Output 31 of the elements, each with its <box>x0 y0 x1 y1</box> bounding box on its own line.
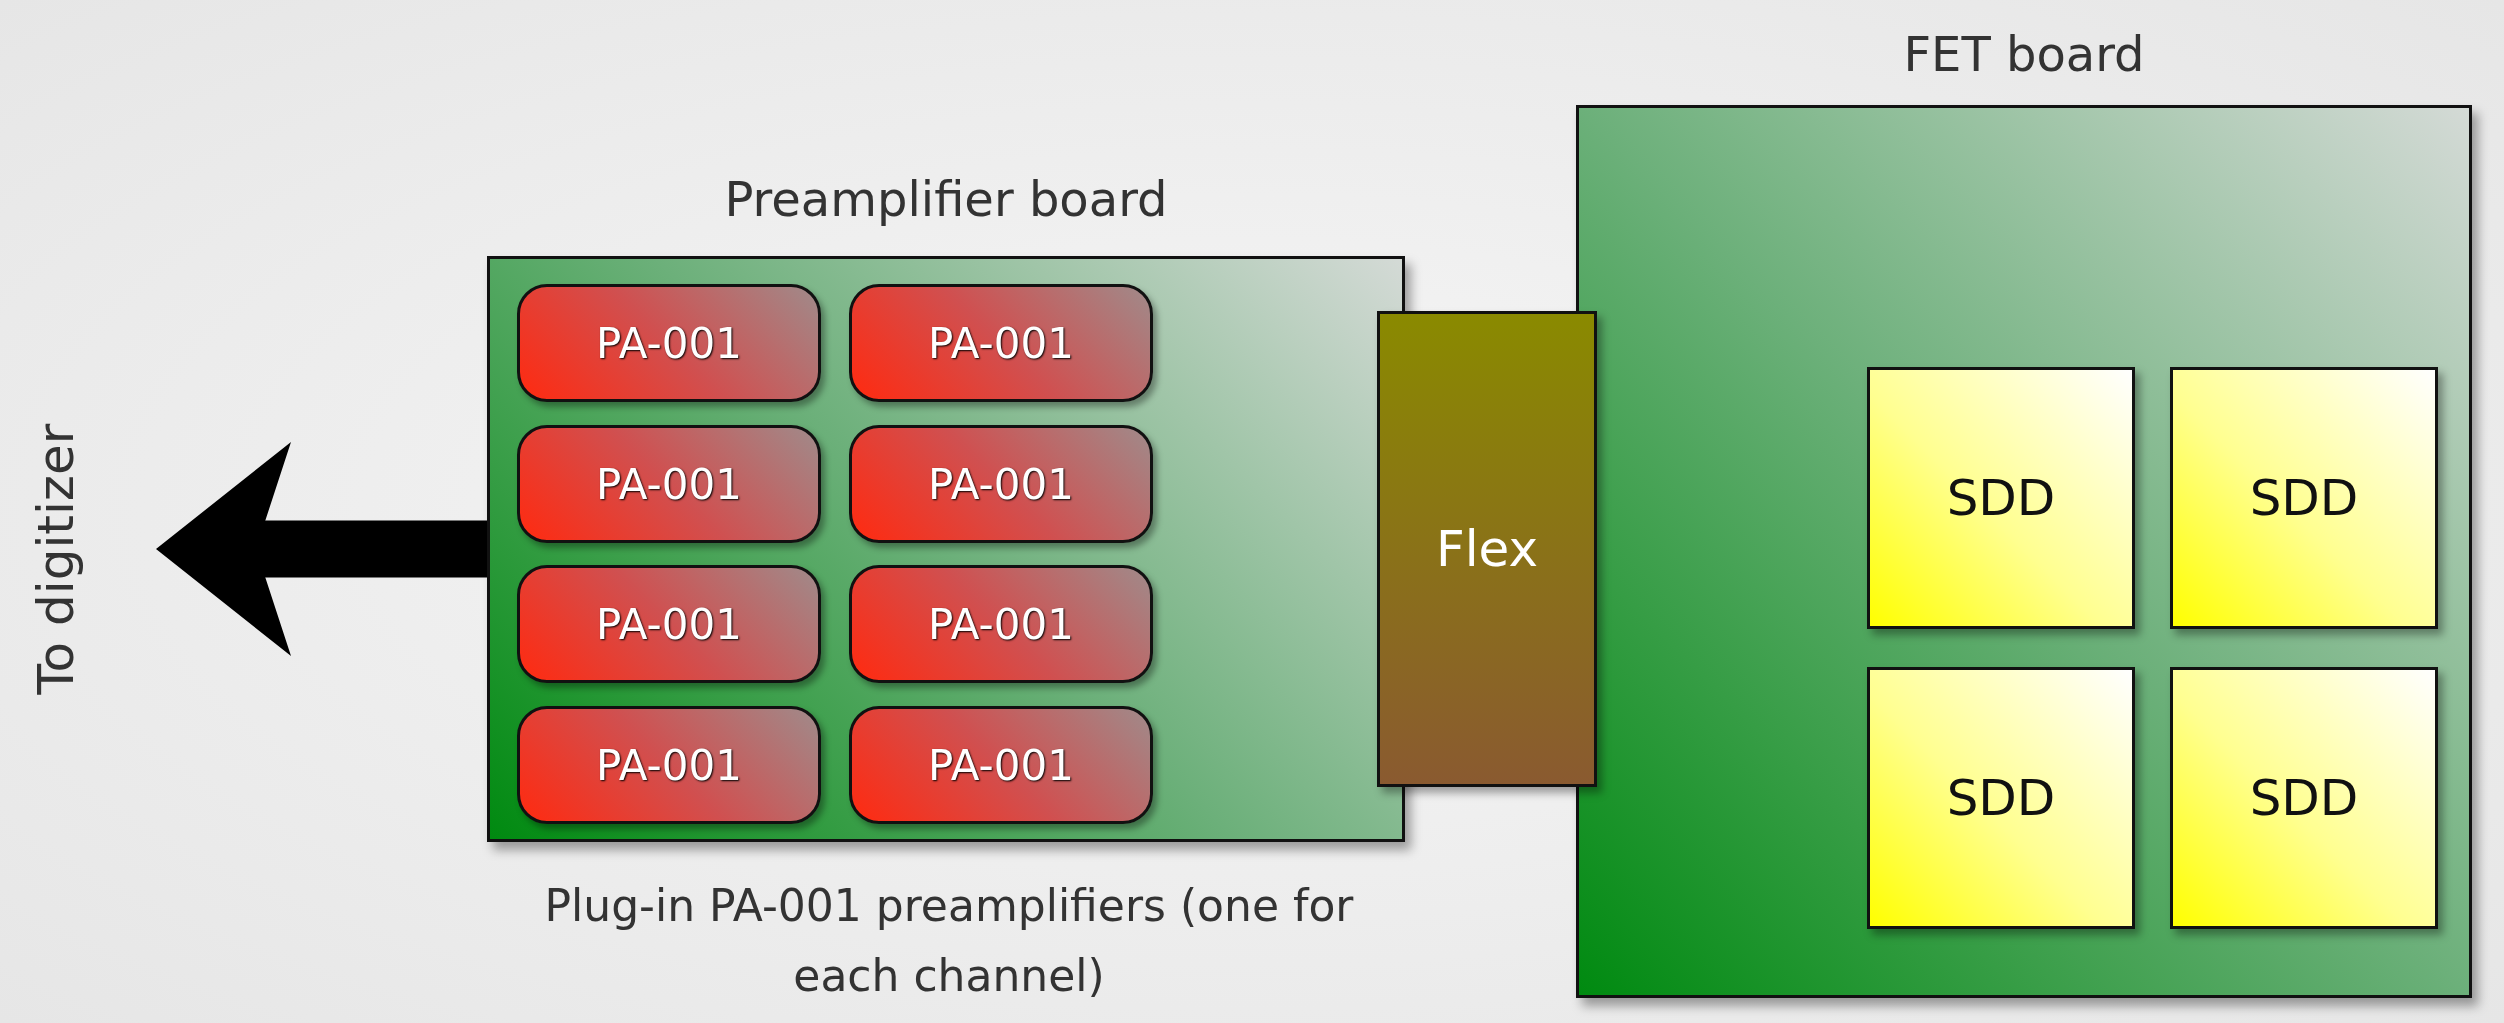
detector-chip <box>2170 367 2438 629</box>
preamplifier-module <box>849 284 1153 402</box>
preamplifier-module <box>517 565 821 683</box>
module-label: SDD <box>1946 469 2056 527</box>
preamplifier-module <box>849 425 1153 543</box>
board-title: FET board <box>1902 26 2146 82</box>
module-label: PA-001 <box>928 599 1074 649</box>
preamplifier-module <box>849 706 1153 824</box>
detector-chip <box>2170 667 2438 929</box>
detector-chip <box>1867 667 2135 929</box>
board-title: Preamplifier board <box>723 171 1169 227</box>
arrow <box>156 442 487 656</box>
module-label: PA-001 <box>596 318 742 368</box>
preamplifier-module <box>517 425 821 543</box>
module-label: SDD <box>1946 769 2056 827</box>
module-label: PA-001 <box>928 459 1074 509</box>
flex-connector <box>1377 311 1597 787</box>
detector-chip <box>1867 367 2135 629</box>
module-label: PA-001 <box>596 740 742 790</box>
module-label: PA-001 <box>596 459 742 509</box>
module-label: SDD <box>2249 469 2359 527</box>
preamplifier-module <box>849 565 1153 683</box>
connector-label: Flex <box>1435 520 1539 578</box>
preamplifier-module <box>517 284 821 402</box>
module-label: SDD <box>2249 769 2359 827</box>
preamplifier-module <box>517 706 821 824</box>
output-label: To digitizer <box>27 423 85 695</box>
board-caption: Plug-in PA-001 preamplifiers (one for each channel) <box>543 879 1355 1003</box>
module-label: PA-001 <box>928 740 1074 790</box>
module-label: PA-001 <box>928 318 1074 368</box>
module-label: PA-001 <box>596 599 742 649</box>
